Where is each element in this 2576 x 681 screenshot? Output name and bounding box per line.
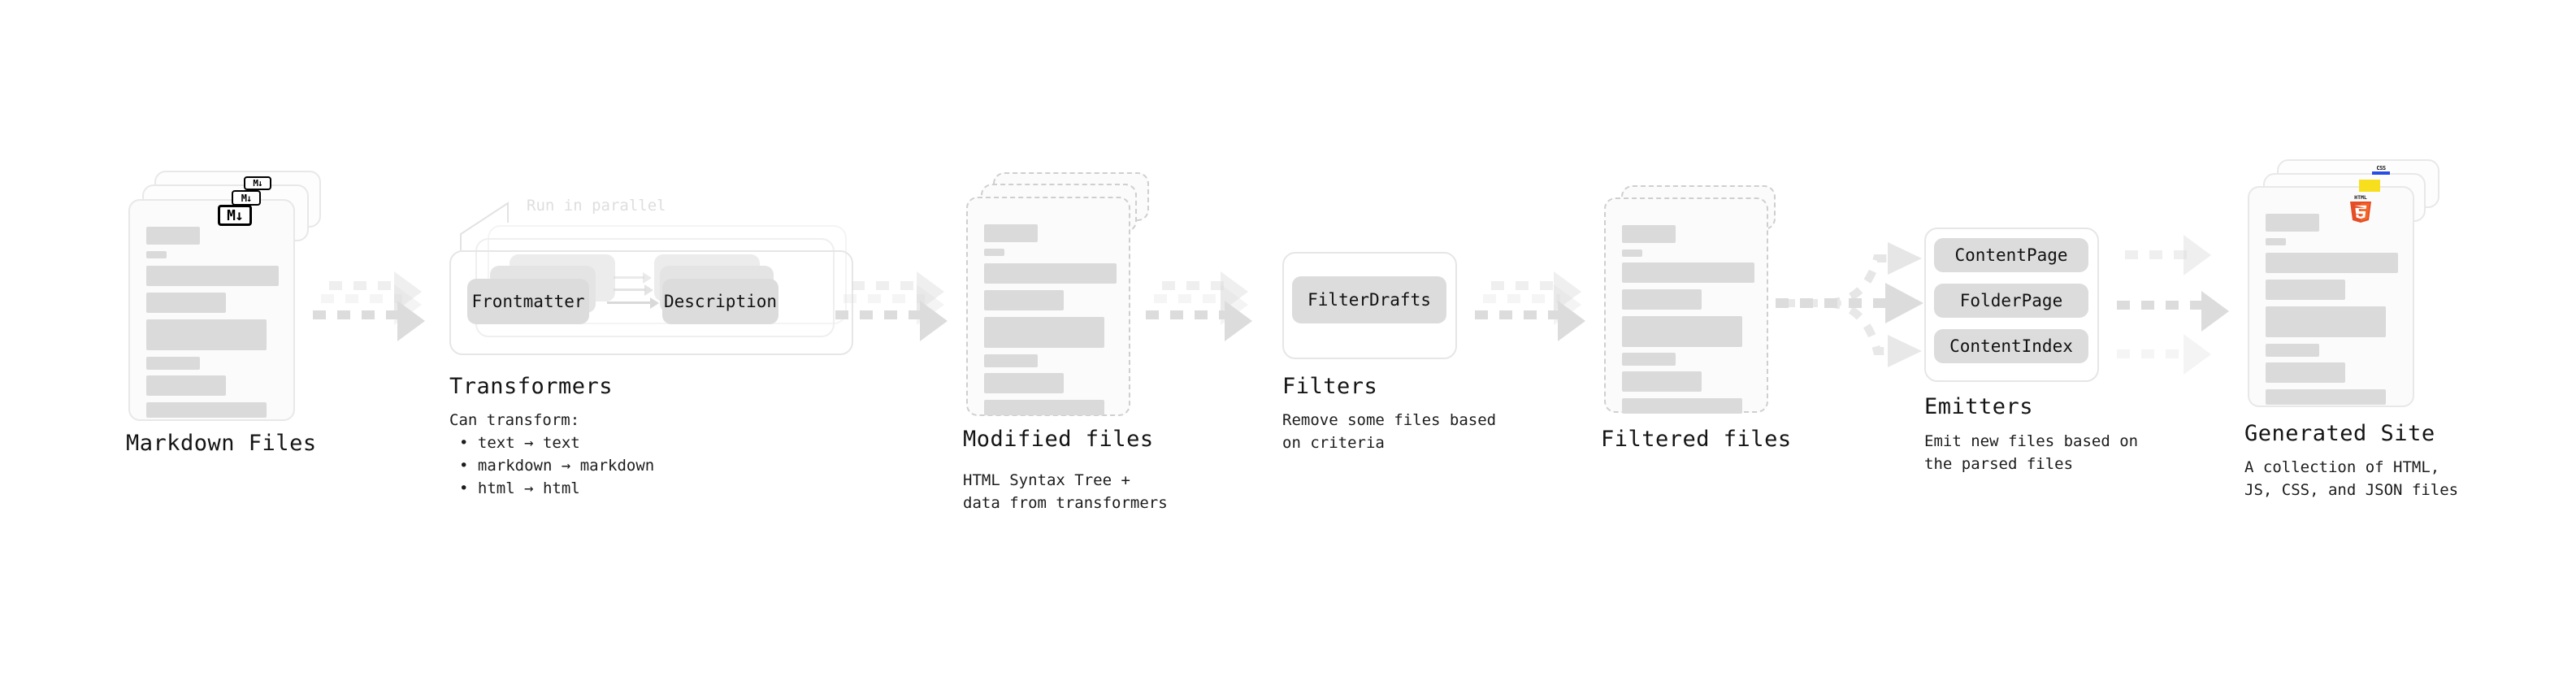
- markdown-badge-mid: M↓: [232, 190, 261, 206]
- arrow-filters-to-filtered: [1475, 271, 1613, 341]
- arrow-transformers-to-modified: [835, 271, 969, 341]
- doc-bar: [2266, 253, 2398, 273]
- doc-bar: [2266, 214, 2319, 232]
- doc-bar: [1622, 316, 1742, 347]
- emitters-title: Emitters: [1924, 394, 2034, 419]
- content-index-pill[interactable]: ContentIndex: [1934, 329, 2088, 363]
- doc-bar: [1622, 371, 1702, 392]
- transformers-subtitle: Can transform:: [449, 411, 580, 429]
- arrow-modified-to-filters: [1146, 271, 1280, 341]
- html5-badge: HTML: [2350, 194, 2371, 223]
- arrow-filtered-to-emitters: [1776, 242, 1923, 367]
- doc-bar: [2266, 362, 2345, 383]
- markdown-badge-front: M↓: [218, 205, 252, 226]
- transformer-inner-arrows: [607, 272, 670, 323]
- doc-bar: [984, 400, 1104, 415]
- transformers-bullet-1: • markdown → markdown: [459, 457, 655, 475]
- doc-bar: [984, 354, 1038, 367]
- doc-bar: [146, 319, 267, 350]
- doc-bar: [146, 375, 226, 396]
- generated-site-title: Generated Site: [2244, 421, 2435, 446]
- arrow-markdown-to-transformers: [313, 271, 447, 341]
- doc-bar: [2266, 306, 2386, 337]
- run-in-parallel-bracket: [460, 202, 509, 250]
- markdown-badge-back: M↓: [244, 176, 271, 190]
- transformers-bullet-2: • html → html: [459, 479, 580, 497]
- js-badge: [2359, 180, 2380, 192]
- doc-bar: [2266, 280, 2345, 300]
- modified-card-front: [966, 197, 1130, 416]
- svg-text:HTML: HTML: [2354, 194, 2367, 201]
- doc-bar: [146, 293, 226, 313]
- doc-bar: [2266, 344, 2319, 357]
- content-page-pill[interactable]: ContentPage: [1934, 238, 2088, 272]
- doc-bar: [984, 263, 1117, 284]
- run-in-parallel-label: Run in parallel: [527, 197, 666, 215]
- doc-bar: [984, 249, 1004, 256]
- doc-bar: [2266, 389, 2386, 405]
- doc-bar: [1622, 398, 1742, 414]
- filters-title: Filters: [1282, 374, 1378, 399]
- doc-bar: [146, 227, 200, 245]
- arrow-emitters-to-site: [2117, 228, 2271, 382]
- markdown-files-title: Markdown Files: [126, 431, 317, 456]
- doc-bar: [2266, 238, 2286, 245]
- doc-bar: [1622, 289, 1702, 310]
- doc-bar: [146, 266, 279, 286]
- doc-bar: [984, 290, 1064, 310]
- doc-bar: [984, 373, 1064, 393]
- modified-files-title: Modified files: [963, 427, 1154, 452]
- description-pill[interactable]: Description: [662, 279, 778, 324]
- css-badge: CSS: [2372, 165, 2390, 176]
- doc-bar: [1622, 262, 1754, 283]
- doc-bar: [1622, 353, 1676, 366]
- transformers-bullet-0: • text → text: [459, 434, 580, 452]
- generated-site-subtitle: A collection of HTML, JS, CSS, and JSON …: [2244, 458, 2459, 499]
- transformer-group-front: [449, 250, 853, 355]
- emitters-container: [1924, 228, 2099, 382]
- doc-bar: [984, 317, 1104, 348]
- emitters-subtitle: Emit new files based on the parsed files: [1924, 432, 2139, 473]
- frontmatter-pill[interactable]: Frontmatter: [467, 279, 589, 324]
- doc-bar: [146, 402, 267, 418]
- transformers-title: Transformers: [449, 374, 614, 399]
- doc-bar: [146, 251, 167, 258]
- filter-drafts-pill[interactable]: FilterDrafts: [1292, 276, 1446, 323]
- filters-subtitle: Remove some files based on criteria: [1282, 411, 1497, 452]
- filtered-card-front: [1604, 197, 1768, 414]
- filters-container: [1282, 252, 1457, 359]
- doc-bar: [984, 224, 1038, 242]
- filtered-files-title: Filtered files: [1601, 427, 1792, 452]
- site-card-front: [2248, 186, 2414, 407]
- folder-page-pill[interactable]: FolderPage: [1934, 284, 2088, 318]
- doc-bar: [146, 357, 200, 370]
- doc-bar: [1622, 225, 1676, 243]
- markdown-card-front: [128, 199, 295, 421]
- modified-files-subtitle: HTML Syntax Tree + data from transformer…: [963, 471, 1168, 512]
- doc-bar: [1622, 249, 1642, 257]
